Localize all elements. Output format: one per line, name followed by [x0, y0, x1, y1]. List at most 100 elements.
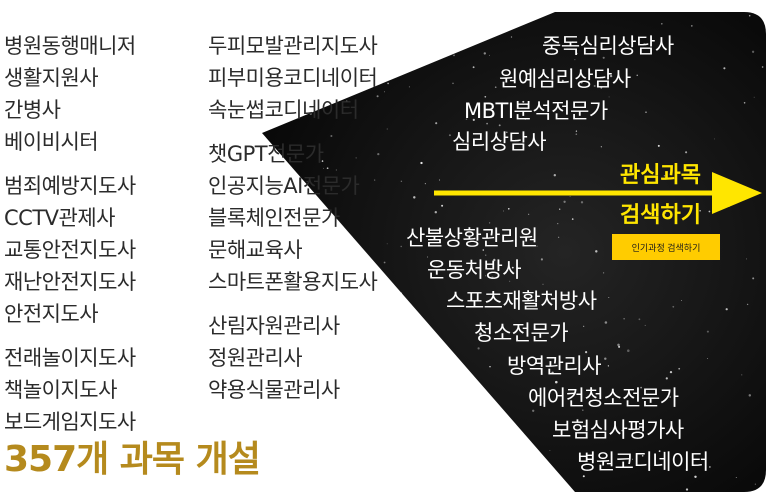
course-middle-item[interactable]: 약용식물관리사	[208, 378, 340, 402]
course-middle-item[interactable]: 챗GPT전문가	[208, 142, 324, 166]
star-dot	[477, 347, 480, 350]
star-dot	[608, 96, 610, 98]
star-dot	[685, 151, 688, 154]
star-dot	[575, 133, 578, 135]
course-middle-item[interactable]: 정원관리사	[208, 346, 303, 370]
course-item-top-2[interactable]: 원예심리상담사	[499, 67, 631, 91]
star-dot	[602, 272, 605, 274]
star-dot	[488, 222, 491, 224]
star-dot	[424, 183, 426, 185]
course-item-top-3[interactable]: MBTI분석전문가	[464, 99, 608, 123]
star-dot	[491, 276, 494, 279]
course-middle-item[interactable]: 스마트폰활용지도사	[208, 270, 378, 294]
course-item-bottom-2[interactable]: 운동처방사	[427, 258, 522, 282]
star-dot	[645, 111, 647, 113]
course-middle-item[interactable]: 인공지능AI전문가	[208, 174, 360, 198]
star-dot	[549, 450, 551, 451]
star-dot	[600, 146, 602, 148]
star-dot	[553, 174, 556, 177]
course-middle-item[interactable]: 속눈썹코디네이터	[208, 98, 359, 122]
interest-label[interactable]: 관심과목	[620, 163, 701, 188]
course-item-top-1[interactable]: 중독심리상담사	[542, 34, 674, 58]
course-middle-item[interactable]: 산림자원관리사	[208, 314, 340, 338]
popular-course-search-button[interactable]: 인기과정 검색하기	[612, 234, 720, 260]
star-dot	[621, 429, 623, 432]
group-spacer	[208, 298, 377, 310]
star-dot	[532, 409, 535, 412]
course-left-item[interactable]: 전래놀이지도사	[4, 346, 136, 370]
star-dot	[557, 223, 559, 225]
star-dot	[623, 318, 625, 320]
star-dot	[638, 318, 641, 321]
star-dot	[330, 134, 333, 138]
star-dot	[643, 43, 646, 45]
star-dot	[435, 122, 438, 125]
star-dot	[571, 218, 574, 220]
course-middle-item[interactable]: 두피모발관리지도사	[208, 34, 378, 58]
star-dot	[660, 22, 663, 25]
star-dot	[483, 52, 486, 55]
star-dot	[748, 394, 752, 397]
course-item-bottom-1[interactable]: 산불상황관리원	[406, 226, 538, 250]
star-dot	[741, 374, 743, 376]
star-dot	[641, 455, 644, 457]
star-dot	[326, 167, 329, 170]
course-left-item[interactable]: 교통안전지도사	[4, 238, 136, 262]
star-dot	[665, 377, 668, 380]
star-dot	[751, 50, 755, 53]
course-item-bottom-8[interactable]: 병원코디네이터	[577, 450, 709, 474]
course-middle-item[interactable]: 문해교육사	[208, 238, 303, 262]
star-dot	[593, 84, 596, 88]
course-left-item[interactable]: 보드게임지도사	[4, 410, 136, 434]
course-left-item[interactable]: 범죄예방지도사	[4, 174, 136, 198]
star-dot	[376, 95, 379, 98]
course-count-headline: 357개 과목 개설	[4, 439, 261, 480]
star-dot	[427, 256, 429, 258]
course-left-item[interactable]: 책놀이지도사	[4, 378, 117, 402]
course-item-bottom-3[interactable]: 스포츠재활처방사	[446, 289, 597, 313]
star-dot	[666, 209, 668, 211]
star-dot	[664, 212, 667, 214]
star-dot	[714, 138, 716, 140]
star-dot	[335, 169, 337, 171]
star-dot	[482, 249, 485, 251]
star-dot	[557, 328, 560, 331]
group-spacer	[208, 126, 377, 138]
star-dot	[678, 367, 681, 370]
star-dot	[413, 196, 416, 199]
course-left-item[interactable]: 베이비시터	[4, 130, 99, 154]
star-dot	[608, 297, 610, 299]
star-dot	[542, 283, 544, 285]
course-left-item[interactable]: 병원동행매니저	[4, 34, 136, 58]
star-dot	[685, 488, 689, 491]
course-item-bottom-7[interactable]: 보험심사평가사	[552, 418, 684, 442]
course-left-item[interactable]: 생활지원사	[4, 66, 99, 90]
star-dot	[462, 141, 464, 143]
star-dot	[669, 370, 673, 374]
star-dot	[558, 236, 560, 238]
star-dot	[493, 258, 496, 262]
star-dot	[489, 366, 491, 368]
star-dot	[486, 122, 488, 125]
course-left-item[interactable]: 안전지도사	[4, 302, 99, 326]
star-dot	[465, 118, 468, 120]
course-left-item[interactable]: 간병사	[4, 98, 61, 122]
course-left-item[interactable]: CCTV관제사	[4, 206, 115, 230]
star-dot	[607, 365, 610, 367]
star-dot	[604, 321, 608, 324]
star-dot	[484, 95, 487, 98]
search-label[interactable]: 검색하기	[620, 203, 701, 228]
course-item-bottom-5[interactable]: 방역관리사	[507, 354, 602, 378]
course-left-item[interactable]: 재난안전지도사	[4, 270, 136, 294]
course-middle-item[interactable]: 피부미용코디네이터	[208, 66, 378, 90]
star-dot	[600, 86, 603, 89]
star-dot	[494, 86, 497, 89]
star-dot	[536, 245, 538, 247]
course-middle-item[interactable]: 블록체인전문가	[208, 206, 340, 230]
course-item-bottom-6[interactable]: 에어컨청소전문가	[528, 386, 679, 410]
course-item-bottom-4[interactable]: 청소전문가	[474, 321, 569, 345]
star-dot	[699, 210, 701, 212]
course-item-top-4[interactable]: 심리상담사	[452, 130, 547, 154]
